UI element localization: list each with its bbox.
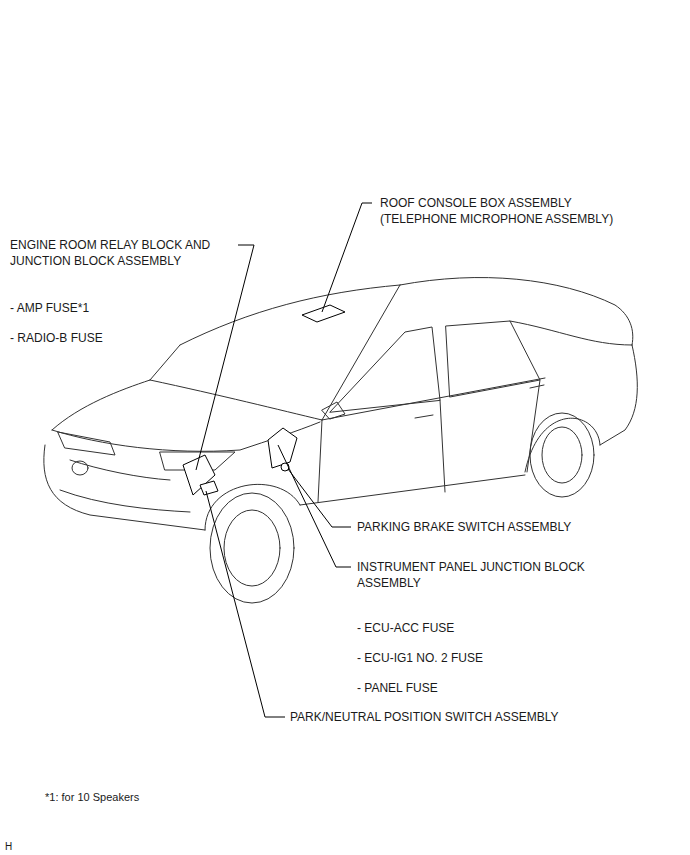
outline-stroke: [210, 493, 294, 603]
outline-stroke: [322, 402, 345, 419]
outline-stroke: [542, 427, 582, 483]
outline-stroke: [58, 432, 115, 455]
car-body: [44, 278, 638, 603]
part-name: PARK/NEUTRAL POSITION SWITCH ASSEMBLY: [290, 709, 559, 725]
outline-stroke: [72, 461, 88, 475]
outline-stroke: [415, 415, 433, 418]
fuse-name: - ECU-IG1 NO. 2 FUSE: [357, 650, 483, 666]
outline-stroke: [300, 475, 525, 505]
outline-stroke: [281, 463, 289, 471]
outline-stroke: [44, 445, 205, 530]
outline-stroke: [268, 428, 297, 468]
fuse-name: - AMP FUSE*1: [10, 300, 89, 316]
outline-stroke: [150, 380, 322, 420]
part-name: PARKING BRAKE SWITCH ASSEMBLY: [357, 519, 571, 535]
outline-stroke: [180, 285, 400, 345]
component-parts: [183, 305, 345, 495]
outline-stroke: [205, 484, 300, 530]
outline-stroke: [322, 285, 400, 420]
outline-stroke: [70, 460, 170, 480]
outline-stroke: [525, 418, 600, 472]
leader-lines: [196, 203, 372, 717]
outline-stroke: [527, 380, 540, 472]
leader-line: [206, 491, 285, 717]
outline-stroke: [530, 385, 544, 388]
outline-stroke: [318, 420, 322, 502]
figure-code: H: [5, 839, 12, 855]
outline-stroke: [200, 481, 218, 495]
part-name: ENGINE ROOM RELAY BLOCK AND JUNCTION BLO…: [10, 237, 214, 269]
outline-stroke: [322, 378, 545, 420]
outline-stroke: [52, 380, 150, 430]
outline-stroke: [330, 327, 440, 412]
leader-line: [322, 203, 372, 312]
fuse-name: - PANEL FUSE: [357, 680, 438, 696]
outline-stroke: [600, 345, 637, 445]
outline-stroke: [400, 278, 633, 345]
leader-line: [288, 469, 351, 527]
outline-stroke: [510, 321, 632, 345]
part-name: INSTRUMENT PANEL JUNCTION BLOCK ASSEMBLY: [357, 559, 588, 591]
outline-stroke: [440, 400, 445, 492]
leader-line: [196, 245, 254, 470]
outline-stroke: [150, 345, 180, 380]
fuse-name: - ECU-ACC FUSE: [357, 620, 454, 636]
outline-stroke: [224, 510, 280, 586]
outline-stroke: [60, 490, 190, 512]
outline-stroke: [530, 413, 594, 497]
footnote: *1: for 10 Speakers: [45, 789, 139, 805]
part-name: ROOF CONSOLE BOX ASSEMBLY (TELEPHONE MIC…: [380, 195, 617, 227]
outline-stroke: [446, 321, 540, 397]
fuse-name: - RADIO-B FUSE: [10, 330, 103, 346]
leader-line: [278, 445, 351, 567]
